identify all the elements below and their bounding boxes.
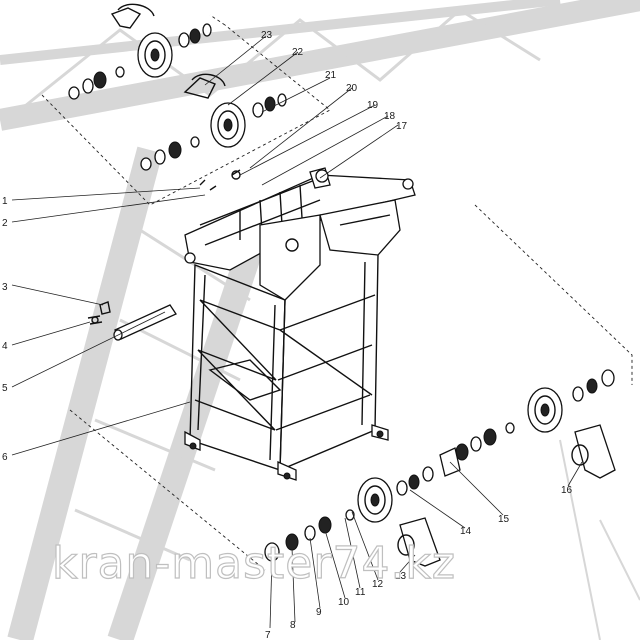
callout-23: 23 [261,30,273,41]
callout-5: 5 [2,383,8,394]
callout-labels: 1 2 3 4 5 6 7 8 9 10 11 12 13 14 15 16 1… [2,30,573,640]
callout-4: 4 [2,341,8,352]
callout-12: 12 [372,579,384,590]
callout-9: 9 [316,607,322,618]
callout-22: 22 [292,47,304,58]
callout-6: 6 [2,452,8,463]
callout-21: 21 [325,70,337,81]
callout-18: 18 [384,111,396,122]
leader-lines [11,35,583,629]
callout-20: 20 [346,83,358,94]
callout-3: 3 [2,282,8,293]
callout-11: 11 [355,587,366,598]
tower-head [184,167,416,301]
callout-17: 17 [396,121,408,132]
upper-sheave-group-22 [140,73,287,191]
callout-14: 14 [460,526,472,537]
callout-19: 19 [367,100,379,111]
callout-1: 1 [2,196,8,207]
callout-13: 13 [395,571,407,582]
callout-10: 10 [338,597,350,608]
tower-frame [184,254,389,481]
callout-15: 15 [498,514,510,525]
lower-left-sheave-group [264,466,434,562]
callout-7: 7 [265,630,271,640]
callout-2: 2 [2,218,8,229]
lower-right-sheave-group [439,369,615,477]
upper-sheave-group-23 [68,3,212,100]
callout-8: 8 [290,620,296,631]
watermark-text: kran-master74.kz [52,538,456,589]
callout-16: 16 [561,485,573,496]
lower-explode-boundary [69,204,633,571]
